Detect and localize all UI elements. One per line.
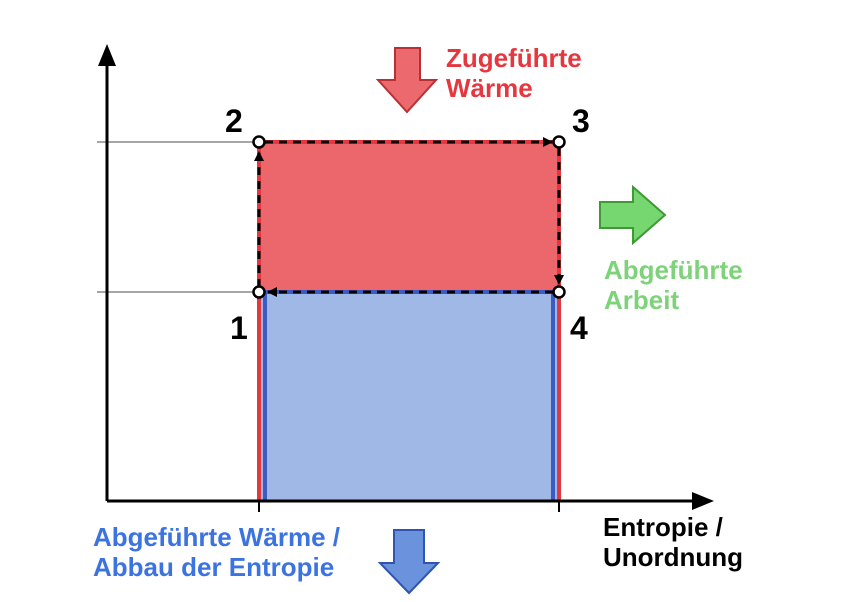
x-axis-label-line-2: Unordnung <box>603 541 744 572</box>
point-label-4: 4 <box>570 310 588 346</box>
point-label-1: 1 <box>230 310 248 346</box>
x-axis-label: Entropie / Unordnung <box>603 512 744 573</box>
x-axis-label-line-1: Entropie / <box>603 512 723 542</box>
heat-out-label: Abgeführte Wärme / Abbau der Entropie <box>93 522 341 583</box>
heat-out-arrow-icon <box>377 529 441 595</box>
point-label-3: 3 <box>572 103 590 139</box>
cold-area <box>259 292 559 501</box>
state-point-1 <box>252 285 266 299</box>
heat-in-label: Zugeführte Wärme <box>446 43 582 104</box>
state-point-2 <box>252 135 266 149</box>
heat-in-label-line-2: Wärme <box>446 72 533 103</box>
hot-area <box>259 142 559 292</box>
state-point-4 <box>552 285 566 299</box>
point-label-2: 2 <box>225 103 243 139</box>
heat-out-label-line-1: Abgeführte Wärme / <box>93 522 341 552</box>
work-out-label-line-2: Arbeit <box>604 284 680 315</box>
y-axis-arrowhead <box>98 44 116 66</box>
heat-in-arrow-icon <box>375 47 439 114</box>
state-point-3 <box>552 135 566 149</box>
work-out-label-line-1: Abgeführte <box>604 255 743 285</box>
heat-in-label-line-1: Zugeführte <box>446 43 582 73</box>
x-axis-arrowhead <box>692 492 714 510</box>
heat-out-label-line-2: Abbau der Entropie <box>93 551 335 582</box>
work-out-label: Abgeführte Arbeit <box>604 255 743 316</box>
work-out-arrow-icon <box>599 184 667 246</box>
